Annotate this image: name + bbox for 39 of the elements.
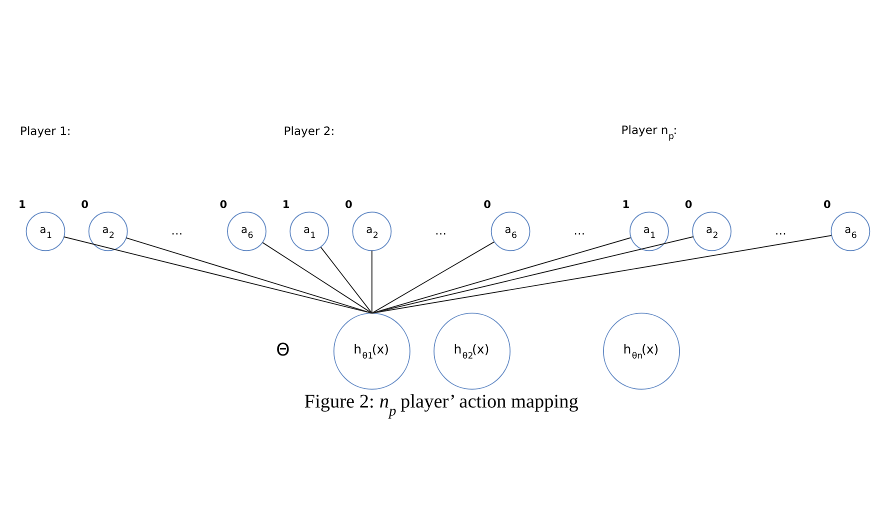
label: Player 2: [284,124,335,138]
label: … [574,222,586,237]
label: Θ [276,340,290,360]
connector [371,250,372,314]
label: Player n$_{p}$: [621,122,678,142]
connector [371,240,495,314]
node-label: 0 [823,198,831,211]
node-circle: h$_{θn}$(x) [603,312,680,390]
node-circle: h$_{θ1}$(x) [333,312,410,390]
label: … [434,222,447,237]
node-label: 0 [684,198,692,211]
node-label: 0 [81,198,89,211]
node-circle: a$_{6}$ [490,211,530,251]
node-label: 1 [18,198,26,211]
label: … [774,222,786,237]
node-circle: a$_{2}$ [88,211,128,251]
node-circle: a$_{1}$ [26,211,66,251]
connector [126,236,372,314]
connector [262,242,372,314]
connector [371,234,832,314]
node-label: 1 [622,198,630,211]
node-circle: a$_{2}$ [352,211,392,251]
node-circle: a$_{1}$ [290,211,330,251]
node-circle: a$_{1}$ [629,211,669,251]
node-label: 0 [220,198,228,211]
caption: Figure 2: n$_{p}$ player’ action mapping [304,391,578,420]
connector [371,236,632,314]
node-circle: a$_{6}$ [227,211,266,251]
connector [64,236,372,314]
label: Player 1: [20,124,71,138]
node-circle: a$_{2}$ [692,211,732,251]
node-label: 0 [484,198,491,211]
label: … [171,222,183,237]
node-circle: h$_{θ2}$(x) [434,312,511,390]
node-circle: a$_{6}$ [830,211,870,251]
node-label: 0 [344,198,352,211]
connector [371,236,694,314]
connector [320,246,372,314]
node-label: 1 [282,198,290,211]
